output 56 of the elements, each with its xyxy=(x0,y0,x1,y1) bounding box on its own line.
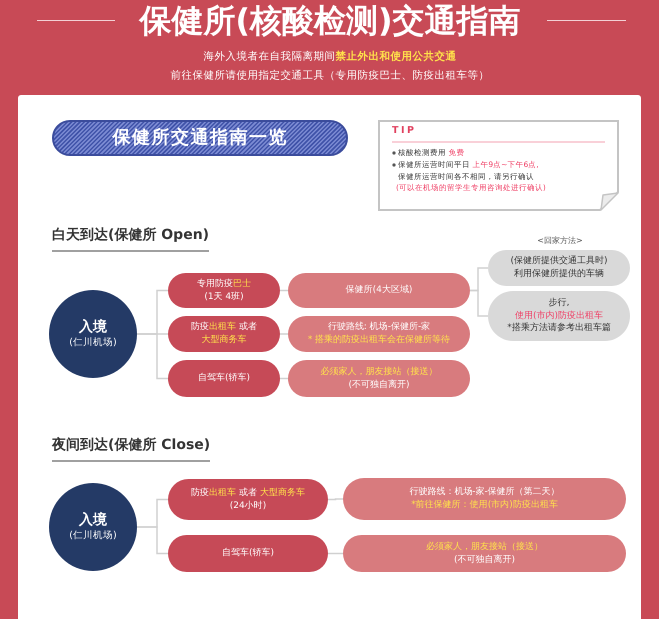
airport-label: (仁川机场) xyxy=(69,336,117,350)
entry-label: 入境 xyxy=(79,318,107,336)
hours-note: (24小时) xyxy=(230,500,266,512)
condition-note: (保健所提供交通工具时) xyxy=(510,255,608,268)
transport-label: 防疫出租车 或者 大型商务车 xyxy=(191,486,305,500)
connector-line xyxy=(328,552,343,554)
route-pill xyxy=(343,535,626,572)
return-method-heading: <回家方法> xyxy=(537,236,583,246)
taxi-note: *前往保健所：使用(市内)防疫出租车 xyxy=(411,499,558,512)
taxi-option-text: 使用(市内)防疫出租车 xyxy=(514,310,604,322)
subtitle-text: 海外入境者在自我隔离期间禁止外出和使用公共交通 xyxy=(204,50,456,64)
transport-label: 自驾车(轿车) xyxy=(198,372,250,385)
restriction-note: (不可独自离开) xyxy=(348,378,410,392)
transport-pill xyxy=(168,316,280,352)
connector-line xyxy=(137,526,168,554)
route-pill xyxy=(288,360,470,397)
connector-line xyxy=(280,333,288,335)
transport-label: 自驾车(轿车) xyxy=(222,547,274,560)
transport-label: 防疫出租车 或者 xyxy=(191,321,257,334)
return-option-text: 步行, xyxy=(548,297,570,310)
subtitle-text: 前往保健所请使用指定交通工具（专用防疫巴士、防疫出租车等） xyxy=(170,70,490,82)
route-text: 行驶路线: 机场-保健所-家 xyxy=(328,321,430,334)
section-heading: 夜间到达(保健所 Close) xyxy=(52,437,210,462)
connector-line xyxy=(470,290,488,317)
return-option-pill xyxy=(488,250,630,286)
waiting-note: * 搭乘的防疫出租车会在保健所等待 xyxy=(308,334,450,347)
route-pill xyxy=(288,316,470,352)
pickup-text: 必须家人，朋友接站（接送） xyxy=(426,540,543,554)
connector-line xyxy=(280,290,288,292)
route-pill xyxy=(343,478,626,520)
transport-label: 专用防疫巴士 xyxy=(197,278,251,290)
schedule-note: (1天 4班) xyxy=(204,290,244,304)
transport-pill xyxy=(168,535,328,572)
tip-heading: TIP xyxy=(392,126,416,136)
transport-label: 大型商务车 xyxy=(202,334,246,347)
route-pill xyxy=(288,273,470,308)
transport-pill xyxy=(168,273,280,308)
section-heading: 白天到达(保健所 Open) xyxy=(52,227,210,252)
pickup-text: 必须家人，朋友接站（接送） xyxy=(320,366,438,378)
connector-line xyxy=(280,378,288,380)
airport-label: (仁川机场) xyxy=(69,529,117,543)
return-option-pill xyxy=(488,291,630,341)
reference-note: *搭乘方法请参考出租车篇 xyxy=(507,322,611,335)
route-text: 行驶路线：机场-家-保健所（第二天） xyxy=(409,486,560,499)
banner-pill xyxy=(52,120,348,156)
page-title: 保健所(核酸检测)交通指南 xyxy=(139,2,521,40)
restriction-note: (不可独自离开) xyxy=(454,554,516,566)
transport-pill xyxy=(168,479,328,520)
transport-pill xyxy=(168,360,280,397)
return-option-text: 利用保健所提供的车辆 xyxy=(514,268,604,281)
banner-title: 保健所交通指南一览 xyxy=(112,127,288,149)
destination-label: 保健所(4大区域) xyxy=(346,284,412,297)
entry-label: 入境 xyxy=(79,511,107,530)
tip-note-card xyxy=(378,120,619,211)
connector-line xyxy=(137,333,168,380)
connector-line xyxy=(328,498,343,500)
